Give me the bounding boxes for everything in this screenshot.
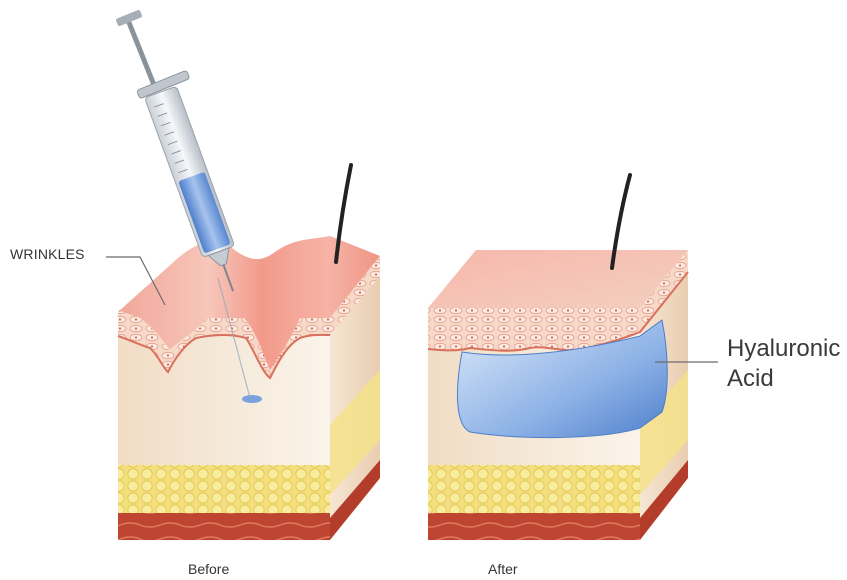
after-muscle-layer bbox=[428, 513, 640, 540]
before-skin-block bbox=[118, 165, 380, 540]
wrinkles-label: WRINKLES bbox=[10, 246, 85, 262]
hyaluronic-label-line2: Acid bbox=[727, 364, 840, 394]
filler-droplet bbox=[242, 395, 262, 403]
hyaluronic-acid-label: Hyaluronic Acid bbox=[727, 334, 840, 394]
before-caption: Before bbox=[188, 561, 229, 577]
after-caption: After bbox=[488, 561, 518, 577]
hyaluronic-label-line1: Hyaluronic bbox=[727, 334, 840, 364]
before-fat-layer bbox=[118, 465, 330, 513]
after-skin-block bbox=[428, 175, 688, 540]
after-fat-layer bbox=[428, 465, 640, 513]
before-muscle-layer bbox=[118, 513, 330, 540]
syringe-plunger-rod bbox=[128, 20, 156, 90]
